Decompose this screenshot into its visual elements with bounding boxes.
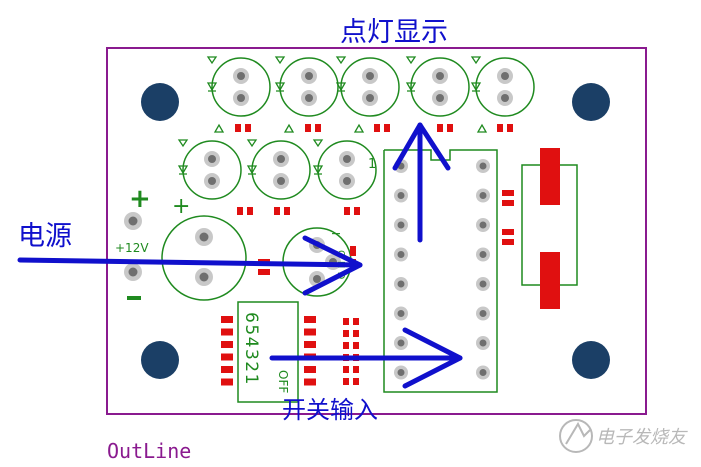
power-label: 电源: [18, 221, 72, 252]
smd-pad: [353, 318, 359, 325]
smd-pad: [221, 378, 233, 386]
smd-pad: [221, 341, 233, 348]
ic-socket: 1: [368, 149, 498, 393]
diode-mark: [213, 123, 225, 133]
smd-pad: [353, 366, 359, 373]
chip-i-mark: I: [329, 232, 342, 235]
annotation-arrows: [17, 122, 463, 389]
dip-switch: 654321 OFF: [221, 301, 316, 403]
pin1-mark: 1: [368, 157, 376, 172]
led-icon: [274, 56, 339, 117]
smd-pad: [304, 341, 316, 348]
smd-pad: [304, 316, 316, 323]
led-icon: [206, 56, 271, 117]
led-icon: [405, 56, 470, 117]
diode-mark: [476, 123, 488, 133]
smd-pad: [315, 124, 321, 132]
smd-pad: [305, 124, 311, 132]
smd-pad: [343, 378, 349, 385]
smd-pad: [344, 207, 350, 215]
arrow-icon: [402, 327, 463, 389]
smd-pad: [221, 328, 233, 336]
led-icon: [335, 56, 400, 117]
led-resistors: [213, 123, 513, 215]
dip-numbers: 654321: [241, 312, 261, 386]
logo-icon: [559, 419, 593, 453]
smd-pad: [343, 330, 349, 337]
smd-pad: [247, 207, 253, 215]
smd-pad: [384, 124, 390, 132]
smd-pad: [304, 378, 316, 386]
led-icon: [470, 56, 535, 117]
smd-pad: [497, 124, 503, 132]
smd-pad: [374, 124, 380, 132]
smd-pad: [343, 318, 349, 325]
led-icon: [312, 139, 377, 200]
smd-pad: [235, 124, 241, 132]
smd-pad: [354, 207, 360, 215]
power-connector: + +12V: [115, 184, 151, 300]
smd-pad: [221, 366, 233, 373]
smd-pad: [304, 366, 316, 373]
diode-mark: [283, 123, 295, 133]
smd-pad: [353, 330, 359, 337]
smd-pad: [274, 207, 280, 215]
led-icon: [246, 139, 311, 200]
top-title: 点灯显示: [340, 17, 448, 48]
smd-pad: [353, 342, 359, 349]
smd-pad: [245, 124, 251, 132]
smd-pad: [447, 124, 453, 132]
electrolytic-capacitor: +: [161, 194, 247, 301]
mount-holes: [141, 83, 610, 379]
mount-hole-icon: [141, 83, 179, 121]
smd-pad: [221, 353, 233, 361]
smd-pad: [284, 207, 290, 215]
voltage-label: +12V: [115, 241, 149, 255]
smd-pad: [304, 328, 316, 336]
plus-sign: +: [129, 184, 151, 214]
led-icon: [177, 139, 242, 200]
smd-pad: [343, 342, 349, 349]
minus-sign: [127, 296, 141, 300]
diode-mark: [353, 123, 365, 133]
smd-pad: [437, 124, 443, 132]
ic-side-smd: [502, 190, 514, 245]
watermark: 电子发烧友: [559, 419, 688, 453]
crystal: [521, 148, 578, 309]
watermark-text: 电子发烧友: [596, 427, 688, 448]
led-row-top: [206, 56, 535, 117]
smd-pad: [353, 378, 359, 385]
arrow-icon: [302, 235, 363, 296]
arrow-icon: [392, 122, 451, 171]
arrow-icon: [17, 257, 363, 268]
cap-plus: +: [172, 194, 190, 219]
mount-hole-icon: [572, 83, 610, 121]
smd-pad: [221, 316, 233, 323]
board-outline: [106, 47, 647, 415]
smd-pad: [507, 124, 513, 132]
outline-label: OutLine: [107, 439, 191, 463]
smd-pad: [343, 366, 349, 373]
mount-hole-icon: [141, 341, 179, 379]
mount-hole-icon: [572, 341, 610, 379]
switch-label: 开关输入: [282, 396, 378, 424]
resistor-array: [343, 318, 359, 385]
led-row-middle: [177, 139, 377, 200]
dip-off-label: OFF: [276, 370, 290, 393]
smd-pad: [237, 207, 243, 215]
